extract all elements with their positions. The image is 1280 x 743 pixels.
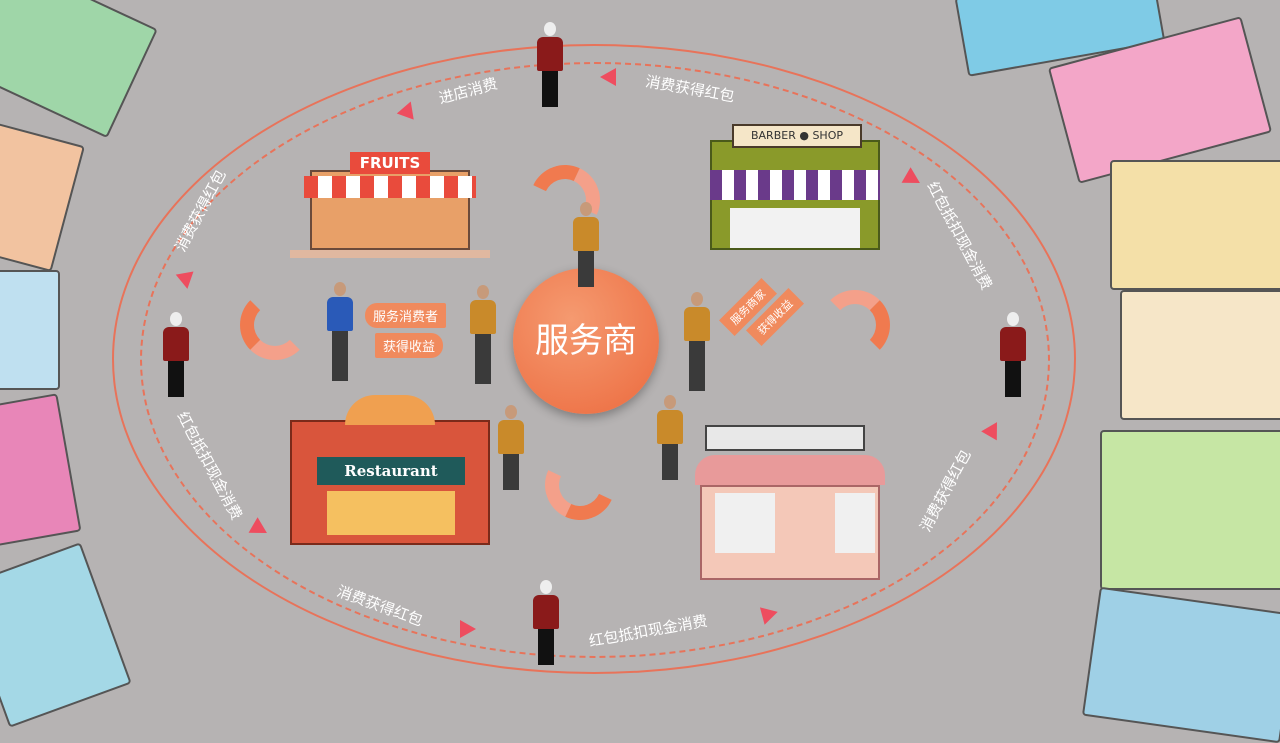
- earn-left-arrow: 获得收益: [375, 333, 444, 358]
- restaurant-sign: Restaurant: [317, 457, 465, 485]
- flow-arrow-icon: [175, 271, 197, 291]
- flow-arrow-icon: [460, 620, 476, 638]
- clothing-store: [685, 405, 905, 595]
- person-consumer-blue: [327, 282, 353, 381]
- person-provider: [573, 202, 599, 287]
- shopper: [163, 312, 189, 397]
- person-provider: [684, 292, 710, 391]
- outer-ring: [112, 44, 1076, 674]
- cycle-arrow-right: [820, 290, 890, 360]
- barber-sign-right: SHOP: [812, 129, 843, 142]
- service-provider-circle: 服务商: [513, 268, 659, 414]
- barber-shop: BARBER ● SHOP: [690, 120, 900, 265]
- person-provider: [470, 285, 496, 384]
- fruits-sign: FRUITS: [350, 152, 430, 174]
- shopper: [533, 580, 559, 665]
- shopper: [1000, 312, 1026, 397]
- cycle-arrow-left: [240, 290, 310, 360]
- mustache-icon: ●: [799, 129, 809, 142]
- fruit-shop: FRUITS: [290, 150, 490, 260]
- restaurant: Restaurant: [285, 395, 495, 555]
- shopper: [537, 22, 563, 107]
- inner-dashed-ring: [140, 62, 1050, 658]
- serve-consumer-arrow: 服务消费者: [365, 303, 447, 328]
- person-provider: [498, 405, 524, 490]
- barber-sign-left: BARBER: [750, 129, 796, 142]
- person-provider: [657, 395, 683, 480]
- center-label: 服务商: [535, 321, 637, 361]
- flow-arrow-icon: [600, 68, 616, 86]
